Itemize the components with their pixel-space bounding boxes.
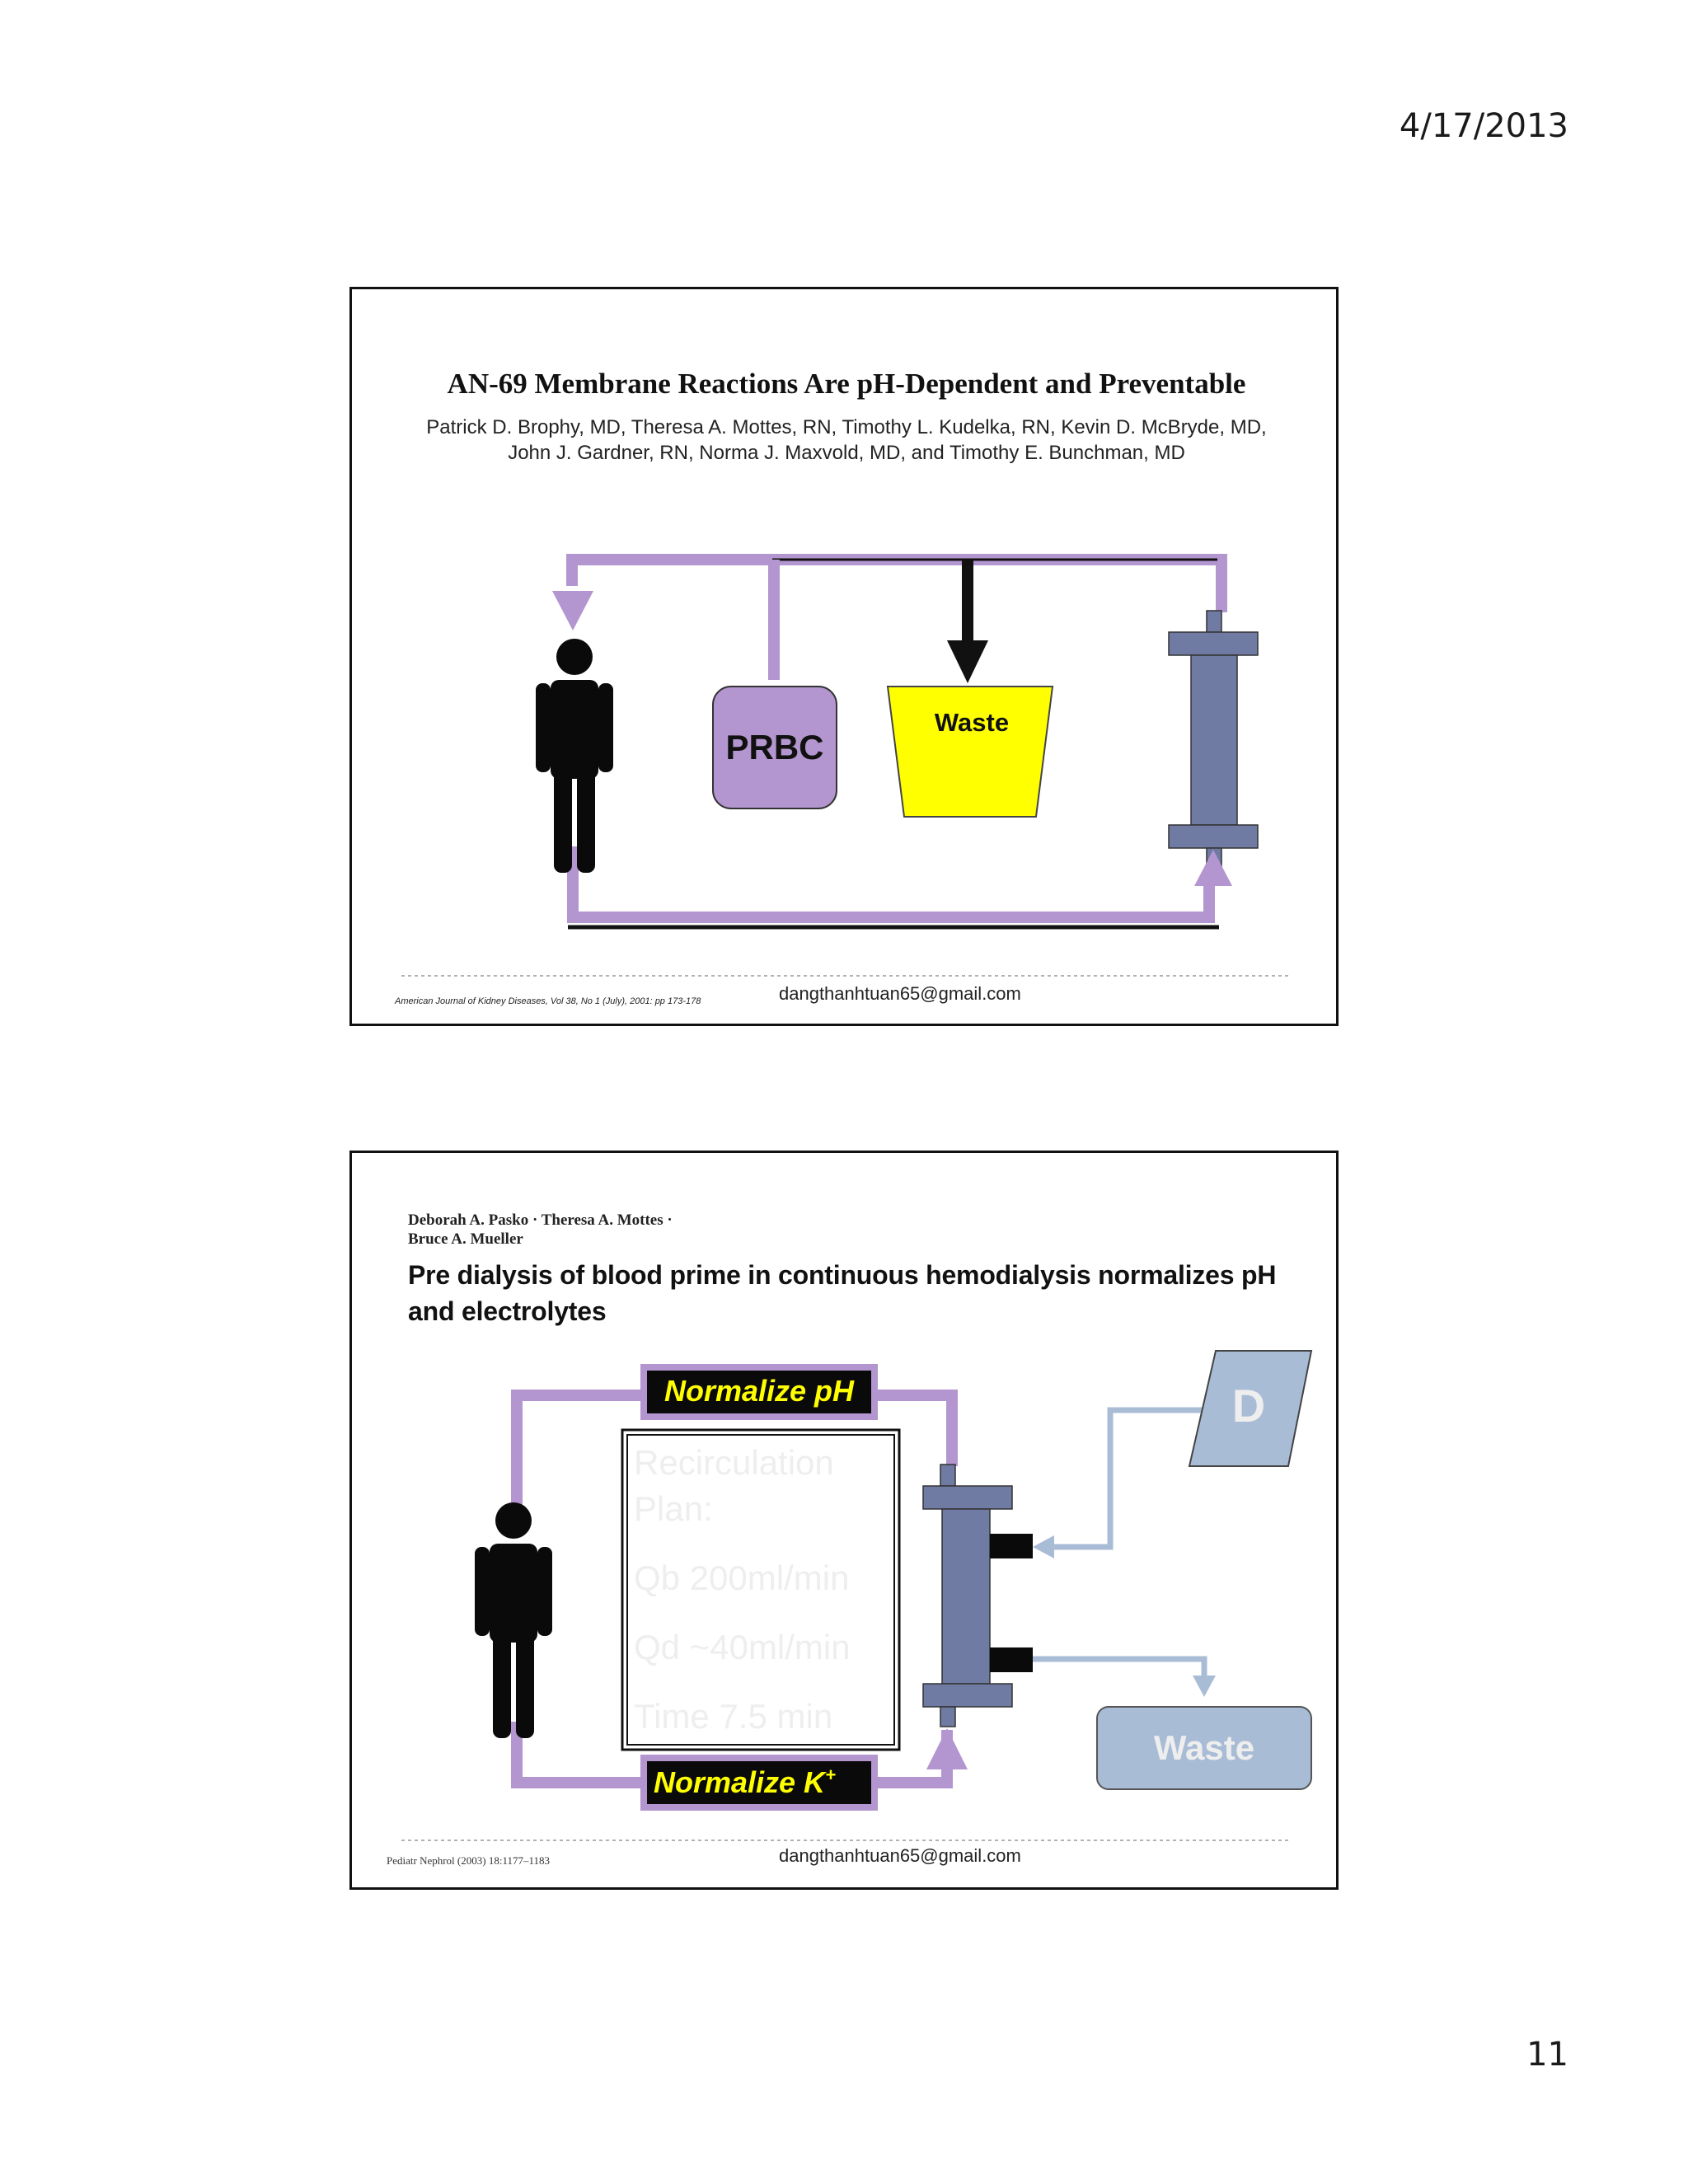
plan-line-2: Plan: [634,1489,713,1528]
authors-line-1: Patrick D. Brophy, MD, Theresa A. Mottes… [426,416,1267,438]
email-footer: dangthanhtuan65@gmail.com [779,1845,1021,1866]
authors-line-1: Deborah A. Pasko · Theresa A. Mottes · [408,1212,673,1229]
recirculation-plan-inner-border [626,1434,895,1746]
dialyzer-cap-bottom [1168,824,1259,849]
dialyzer-port-bottom [940,1706,956,1727]
dialyzer-cap-bottom [922,1683,1013,1708]
waste-label: Waste [935,708,1009,737]
dialyzer-port-top [1206,610,1222,633]
dialyzer-cap-top [922,1485,1013,1510]
patient-icon [536,639,613,873]
plan-line-1: Recirculation [634,1443,834,1482]
arrow-left-to-dialyzer-icon [1033,1535,1054,1558]
arrow-up-to-dialyzer-icon [1194,850,1232,886]
slide-title: AN-69 Membrane Reactions Are pH-Dependen… [447,368,1246,400]
slide-pre-dialysis: Deborah A. Pasko · Theresa A. Mottes · B… [349,1151,1339,1890]
page-number: 11 [1526,2036,1568,2074]
arrow-down-to-waste-icon [1193,1675,1216,1697]
normalize-ph-inner [647,1371,871,1413]
authors-line-2: Bruce A. Mueller [408,1230,523,1248]
prbc-bag [712,686,837,809]
journal-citation: American Journal of Kidney Diseases, Vol… [395,996,701,1006]
plan-line-5: Time 7.5 min [634,1697,832,1736]
dialysate-outlet-port [990,1647,1033,1672]
journal-citation: Pediatr Nephrol (2003) 18:1177–1183 [387,1854,550,1867]
dialysate-inlet-port [990,1534,1033,1558]
email-footer: dangthanhtuan65@gmail.com [779,983,1021,1004]
slide-an69-membrane: AN-69 Membrane Reactions Are pH-Dependen… [349,287,1339,1026]
arrow-up-to-dialyzer-icon [926,1728,968,1769]
authors-line-2: John J. Gardner, RN, Norma J. Maxvold, M… [508,442,1185,464]
prbc-label: PRBC [725,728,823,766]
slide-authors: Patrick D. Brophy, MD, Theresa A. Mottes… [385,415,1308,466]
arrow-down-to-patient-icon [552,591,593,630]
plan-line-4: Qd ~40ml/min [634,1628,851,1666]
circuit-diagram: Normalize pH Normalize K+ Recirculation … [401,1350,1313,1841]
header-date: 4/17/2013 [1399,107,1568,145]
slide-authors: Deborah A. Pasko · Theresa A. Mottes · B… [408,1211,673,1249]
normalize-k-label: Normalize K+ [654,1765,836,1799]
return-line [566,554,1227,612]
dialyzer-cap-top [1168,631,1259,656]
dialyzer-port-top [940,1464,956,1487]
dialyzer-body [1190,654,1238,826]
dialysate-inflow-line [1051,1407,1216,1550]
waste-container [886,686,1054,818]
dialysate-label: D [1232,1380,1265,1432]
patient-icon [475,1502,552,1738]
dialyzer-body [941,1508,991,1685]
blood-outflow-line [567,846,1215,923]
waste-connector [962,560,973,642]
recirculation-plan-box [621,1428,901,1751]
prbc-connector [768,560,780,680]
arrow-down-to-waste-icon [947,640,988,683]
waste-container [1096,1706,1312,1790]
normalize-k-inner [647,1761,871,1804]
waste-label: Waste [1154,1728,1254,1767]
dialysate-outflow-line [1033,1656,1207,1677]
circuit-diagram: PRBC Waste [401,554,1292,977]
slide-title: Pre dialysis of blood prime in continuou… [408,1260,1277,1326]
dialysate-bag [1188,1350,1313,1467]
plan-line-3: Qb 200ml/min [634,1558,849,1597]
normalize-ph-label: Normalize pH [664,1374,855,1408]
